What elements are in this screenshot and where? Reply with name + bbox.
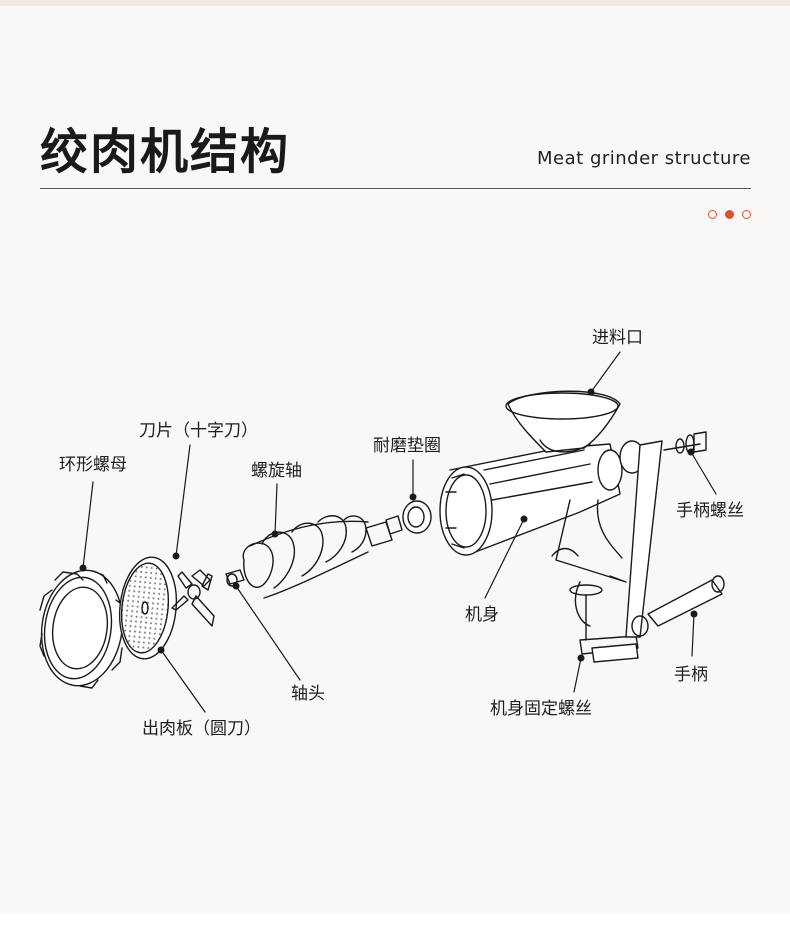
label-screw-shaft: 螺旋轴 [251, 461, 302, 481]
label-plate: 出肉板（圆刀） [142, 719, 261, 739]
plate-part [118, 556, 178, 660]
title-divider [40, 188, 751, 189]
body-part [439, 390, 639, 663]
screw-shaft-part [225, 515, 403, 599]
dot-2 [725, 210, 734, 219]
dot-1 [708, 210, 717, 219]
label-handle-screw: 手柄螺丝 [676, 501, 744, 521]
label-blade: 刀片（十字刀） [139, 421, 258, 441]
label-gasket: 耐磨垫圈 [373, 436, 441, 456]
blade-part [171, 569, 215, 627]
handle-screw-part [663, 431, 707, 454]
top-band [0, 0, 790, 6]
page-title: 绞肉机结构 [40, 124, 291, 180]
label-body: 机身 [465, 605, 499, 625]
label-ring-nut: 环形螺母 [59, 455, 127, 475]
label-handle: 手柄 [674, 665, 708, 685]
leader-dots [79, 388, 698, 662]
gasket-part [402, 500, 432, 534]
pagination-dots [708, 210, 751, 219]
page-subtitle: Meat grinder structure [537, 148, 751, 169]
bottom-band [0, 913, 790, 951]
handle-part [619, 440, 725, 638]
label-shaft-head: 轴头 [291, 684, 325, 704]
leader-lines [82, 351, 717, 713]
label-hopper: 进料口 [592, 328, 643, 348]
ring-nut-part [39, 569, 125, 689]
label-clamp-screw: 机身固定螺丝 [490, 699, 592, 719]
dot-3 [742, 210, 751, 219]
